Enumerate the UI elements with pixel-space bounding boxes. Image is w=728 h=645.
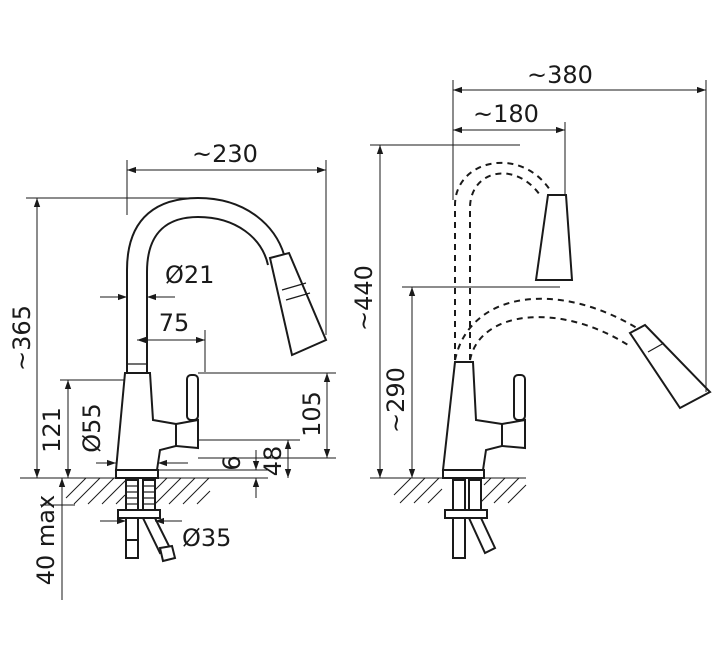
dim-below-counter: 40 max [32,495,60,585]
dim-body-diameter: Ø55 [78,403,106,452]
dim-body-height: 121 [38,407,66,453]
dim-lever-offset: 48 [259,446,287,477]
dim-width-total: ~230 [192,140,258,168]
dim-height-total: ~365 [8,305,36,371]
dim-handle-height: 105 [298,391,326,437]
dim-spout-offset: 75 [159,309,190,337]
dim-base-ring: 6 [218,455,246,470]
dim-spout-reach: ~180 [473,100,539,128]
left-dimensions [20,160,336,600]
right-dimension-labels: ~380 ~180 ~440 ~290 [350,61,593,433]
right-dimensions [370,80,707,479]
dim-hose-diameter: Ø21 [165,261,214,289]
dim-lowered-height: ~290 [382,367,410,433]
right-faucet [393,161,712,559]
left-dimension-labels: ~230 Ø21 75 ~365 121 Ø55 105 48 6 40 max… [8,140,326,585]
left-faucet [65,196,328,563]
dim-extended-reach: ~380 [527,61,593,89]
dim-hole-diameter: Ø35 [182,524,231,552]
dim-extended-height: ~440 [350,265,378,331]
